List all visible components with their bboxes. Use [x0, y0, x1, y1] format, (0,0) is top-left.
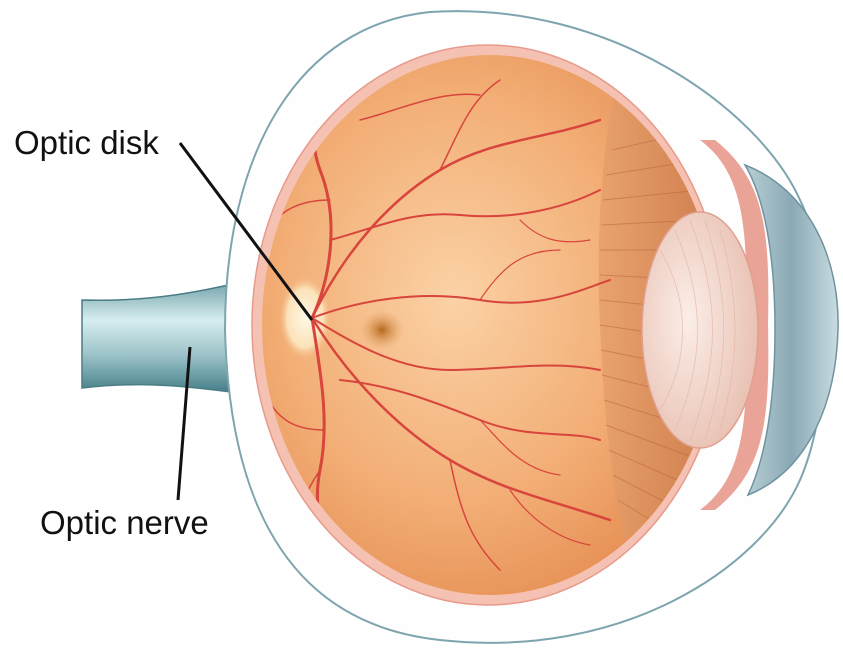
optic-nerve-label: Optic nerve [40, 506, 209, 539]
optic-disk-label: Optic disk [14, 126, 159, 159]
lens-shape [642, 212, 758, 448]
macula-spot [360, 310, 404, 350]
